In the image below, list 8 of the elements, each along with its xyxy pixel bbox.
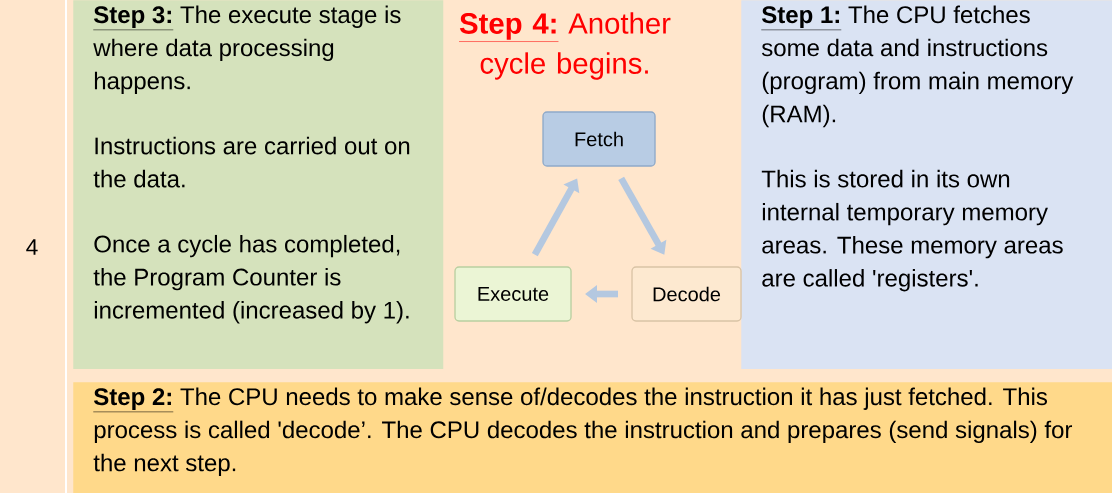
text-panel: Step 1: The CPU fetches some data and instructions (program) from main memory (RAM). This is stored in its own internal temporary memory areas. These memory areas are called 'registers'. — [741, 0, 1112, 369]
row-number: 4 — [26, 239, 38, 255]
step-heading: Step 4: Another cycle begins. — [458, 12, 671, 80]
stage-box: Execute — [454, 266, 572, 322]
stage-box: Decode — [631, 266, 742, 322]
text-panel: Step 3: The execute stage is where data processing happens. Instructions are carried out on the data. Once a cycle has completed, the Program Counter is incremented (increased by 1). — [73, 0, 444, 369]
stage-box: Fetch — [542, 111, 656, 167]
text-panel: Step 2: The CPU needs to make sense of/decodes the instruction it has just fetched. This process is called 'decode’. The CPU decodes the instruction and prepares (send signals) for the next step. — [73, 382, 1112, 493]
